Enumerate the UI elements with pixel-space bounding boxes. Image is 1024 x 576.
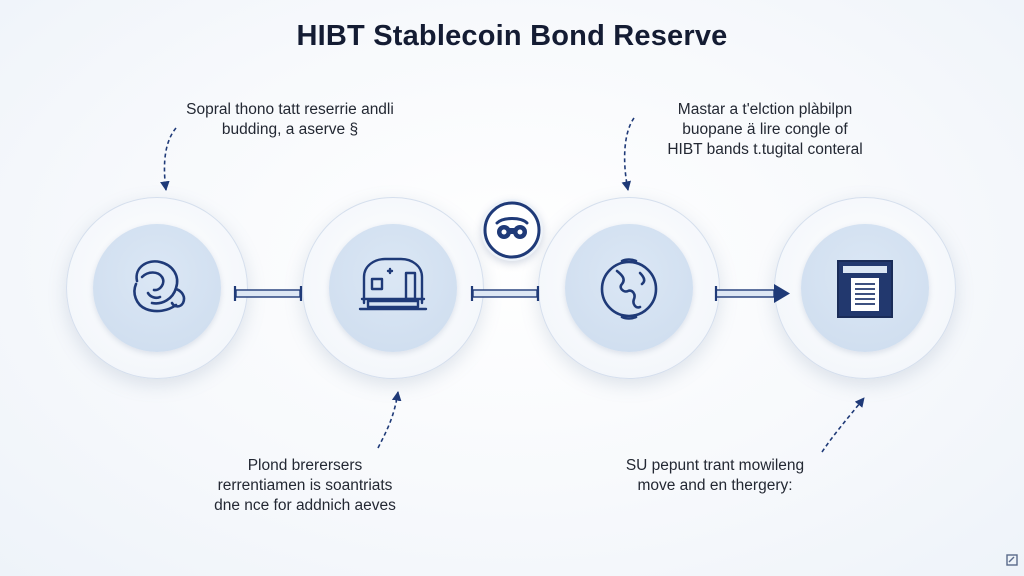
caption-line: dne nce for addnich aeves xyxy=(214,497,396,514)
node-1 xyxy=(66,197,248,379)
node-2 xyxy=(302,197,484,379)
node-3 xyxy=(538,197,720,379)
node-1-disc xyxy=(93,224,221,352)
building-desk-icon xyxy=(358,257,428,311)
caption-line: Plond brerersers xyxy=(247,457,363,474)
corner-mark-icon xyxy=(1006,554,1018,566)
caption-line: move and en thergery: xyxy=(637,477,793,494)
pointer-arrow-bottom-right xyxy=(821,397,865,453)
diagram-title: HIBT Stablecoin Bond Reserve xyxy=(296,20,728,52)
caption-top-right: Mastar a t'elction plàbilpn buopane ä li… xyxy=(615,100,915,160)
caption-top-left: Sopral thono tatt reserrie andli budding… xyxy=(140,100,440,140)
document-icon xyxy=(837,260,893,318)
connector-badge xyxy=(481,199,543,261)
caption-line: Sopral thono tatt reserrie andli xyxy=(186,101,394,118)
pointer-arrow-bottom-left xyxy=(377,391,402,449)
node-4 xyxy=(774,197,956,379)
caption-line: rerrentiamen is soantriats xyxy=(217,477,393,494)
caption-bottom-left: Plond brerersers rerrentiamen is soantri… xyxy=(155,456,455,516)
globe-hand-icon xyxy=(133,260,186,313)
caption-line: HIBT bands t.tugital conteral xyxy=(667,141,863,158)
node-2-disc xyxy=(329,224,457,352)
caption-line: SU pepunt trant mowileng xyxy=(625,457,805,474)
caption-line: Mastar a t'elction plàbilpn xyxy=(677,101,853,118)
caption-line: budding, a aserve § xyxy=(221,121,359,138)
caption-bottom-right: SU pepunt trant mowileng move and en the… xyxy=(565,456,865,496)
binoculars-icon xyxy=(483,201,541,259)
node-3-disc xyxy=(565,224,693,352)
caption-line: buopane ä lire congle of xyxy=(682,121,848,138)
globe-icon xyxy=(600,258,658,320)
